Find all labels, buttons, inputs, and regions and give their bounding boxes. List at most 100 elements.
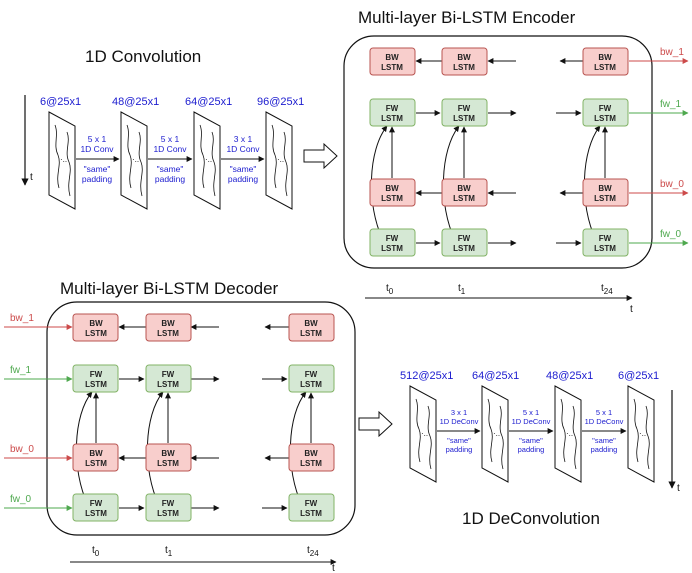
svg-text:LSTM: LSTM	[157, 509, 179, 518]
deconv-time-label: t	[677, 483, 680, 494]
svg-text:LSTM: LSTM	[300, 509, 322, 518]
axis-label: t	[332, 563, 335, 573]
svg-text:LSTM: LSTM	[300, 329, 322, 338]
deconv-op-pad: padding	[446, 445, 473, 454]
feature-map: ·..	[48, 111, 76, 210]
svg-text:·..: ·..	[493, 429, 500, 438]
encoder-state-bw0: bw_0	[660, 179, 684, 190]
deconv-shape-label: 512@25x1	[400, 370, 453, 382]
feature-map: ·..	[265, 111, 293, 210]
svg-text:FW: FW	[90, 499, 103, 508]
svg-text:FW: FW	[305, 370, 318, 379]
svg-text:LSTM: LSTM	[594, 244, 616, 253]
svg-text:FW: FW	[458, 104, 471, 113]
encoder-state-fw1: fw_1	[660, 99, 682, 110]
svg-text:LSTM: LSTM	[453, 194, 475, 203]
svg-text:BW: BW	[161, 449, 175, 458]
deconv-title: 1D DeConvolution	[462, 509, 600, 528]
deconv-op-kernel: 5 x 1	[596, 408, 612, 417]
svg-text:FW: FW	[599, 104, 612, 113]
conv-shape-label: 96@25x1	[257, 96, 304, 108]
svg-text:FW: FW	[599, 234, 612, 243]
deconv-op-pad: "same"	[592, 436, 616, 445]
svg-text:FW: FW	[386, 104, 399, 113]
decoder-title: Multi-layer Bi-LSTM Decoder	[60, 279, 279, 298]
conv-time-label: t	[30, 172, 33, 183]
deconv-op-pad: "same"	[447, 436, 471, 445]
svg-text:LSTM: LSTM	[300, 380, 322, 389]
svg-text:LSTM: LSTM	[594, 114, 616, 123]
svg-text:LSTM: LSTM	[453, 244, 475, 253]
deconv-op-pad: "same"	[519, 436, 543, 445]
time-label: t1	[458, 283, 466, 296]
deconv-op-pad: padding	[591, 445, 618, 454]
svg-text:BW: BW	[457, 184, 471, 193]
feature-map: ·..	[193, 111, 221, 210]
svg-text:LSTM: LSTM	[594, 194, 616, 203]
svg-text:BW: BW	[304, 319, 318, 328]
svg-text:LSTM: LSTM	[157, 329, 179, 338]
encoder-title: Multi-layer Bi-LSTM Encoder	[358, 8, 576, 27]
decoder-state-fw0: fw_0	[10, 494, 32, 505]
flow-arrow-icon	[358, 410, 393, 438]
svg-text:LSTM: LSTM	[85, 329, 107, 338]
svg-text:LSTM: LSTM	[594, 63, 616, 72]
flow-arrow-icon	[303, 142, 338, 170]
feature-map: ·..	[409, 385, 437, 483]
svg-text:BW: BW	[598, 53, 612, 62]
conv-op-pad: padding	[82, 174, 113, 184]
conv-op-pad: padding	[155, 174, 186, 184]
svg-text:BW: BW	[385, 184, 399, 193]
svg-text:FW: FW	[458, 234, 471, 243]
deconv-section: 512@25x1 64@25x1 48@25x1 6@25x1 ·.. ·.. …	[400, 370, 680, 494]
conv-op-type: 1D Conv	[153, 144, 187, 154]
deconv-op-type: 1D DeConv	[440, 417, 479, 426]
conv-op-kernel: 3 x 1	[234, 134, 253, 144]
conv-op-pad: "same"	[84, 164, 111, 174]
deconv-shape-label: 6@25x1	[618, 370, 659, 382]
time-label: t1	[165, 545, 173, 558]
svg-text:BW: BW	[161, 319, 175, 328]
svg-text:LSTM: LSTM	[85, 459, 107, 468]
feature-map: ·..	[481, 385, 509, 483]
svg-text:LSTM: LSTM	[85, 380, 107, 389]
svg-text:LSTM: LSTM	[157, 459, 179, 468]
svg-text:FW: FW	[90, 370, 103, 379]
deconv-op-kernel: 5 x 1	[523, 408, 539, 417]
encoder-state-bw1: bw_1	[660, 47, 684, 58]
svg-text:BW: BW	[304, 449, 318, 458]
conv-op-kernel: 5 x 1	[88, 134, 107, 144]
conv-op-pad: "same"	[157, 164, 184, 174]
svg-text:·..: ·..	[277, 155, 284, 164]
svg-text:BW: BW	[598, 184, 612, 193]
svg-text:LSTM: LSTM	[85, 509, 107, 518]
svg-text:BW: BW	[89, 449, 103, 458]
conv-shape-label: 48@25x1	[112, 96, 159, 108]
svg-text:LSTM: LSTM	[157, 380, 179, 389]
svg-text:·..: ·..	[639, 429, 646, 438]
conv-op-kernel: 5 x 1	[161, 134, 180, 144]
feature-map: ·..	[120, 111, 148, 210]
deconv-op-kernel: 3 x 1	[451, 408, 467, 417]
svg-text:FW: FW	[162, 499, 175, 508]
